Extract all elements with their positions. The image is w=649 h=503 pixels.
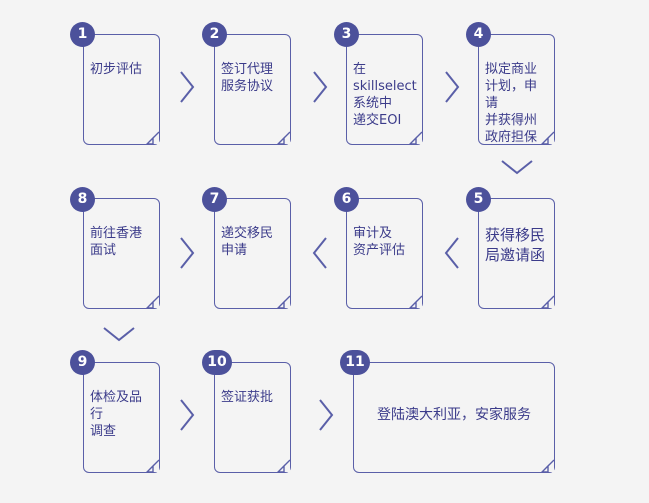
step-card-6: 审计及 资产评估 [346, 198, 423, 309]
chevron-right-icon [180, 71, 195, 103]
page-fold-icon [276, 131, 291, 145]
step-card-3: 在skillselect 系统中 递交EOI [346, 34, 423, 145]
chevron-right-icon [313, 71, 328, 103]
page-fold-icon [408, 131, 423, 145]
step-number-badge: 9 [70, 350, 95, 375]
step-label: 签订代理 服务协议 [221, 62, 274, 94]
step-card-4: 拟定商业 计划，申请 并获得州 政府担保 [478, 34, 555, 145]
step-number-badge: 8 [70, 187, 95, 212]
step-number-badge: 11 [340, 350, 370, 375]
step-label: 递交移民 申请 [221, 226, 274, 258]
page-fold-icon [540, 295, 555, 309]
chevron-right-icon [180, 399, 195, 431]
page-fold-icon [408, 295, 423, 309]
step-label: 获得移民 局邀请函 [485, 226, 546, 264]
step-number-badge: 10 [202, 350, 232, 375]
step-number-badge: 4 [466, 22, 491, 47]
step-label: 拟定商业 计划，申请 并获得州 政府担保 [485, 62, 538, 145]
step-card-2: 签订代理 服务协议 [214, 34, 291, 145]
step-label: 审计及 资产评估 [353, 226, 406, 258]
step-label: 初步评估 [90, 62, 143, 77]
step-card-8: 前往香港 面试 [83, 198, 160, 309]
step-number-badge: 1 [70, 22, 95, 47]
page-fold-icon [145, 459, 160, 473]
chevron-right-icon [445, 71, 460, 103]
step-label: 前往香港 面试 [90, 226, 143, 258]
chevron-right-icon [180, 237, 195, 269]
chevron-left-icon [312, 237, 327, 269]
chevron-down-icon [103, 327, 135, 342]
step-card-10: 签证获批 [214, 362, 291, 473]
step-number-badge: 3 [334, 22, 359, 47]
step-card-11: 登陆澳大利亚，安家服务 [353, 362, 555, 473]
step-card-1: 初步评估 [83, 34, 160, 145]
page-fold-icon [276, 295, 291, 309]
step-label: 在skillselect 系统中 递交EOI [353, 62, 417, 128]
chevron-down-icon [501, 160, 533, 175]
step-number-badge: 7 [202, 187, 227, 212]
step-number-badge: 2 [202, 22, 227, 47]
step-number-badge: 5 [466, 187, 491, 212]
step-number-badge: 6 [334, 187, 359, 212]
step-card-7: 递交移民 申请 [214, 198, 291, 309]
page-fold-icon [540, 459, 555, 473]
step-label: 登陆澳大利亚，安家服务 [377, 407, 531, 423]
page-fold-icon [145, 131, 160, 145]
step-label: 签证获批 [221, 390, 274, 405]
chevron-right-icon [319, 399, 334, 431]
page-fold-icon [540, 131, 555, 145]
page-fold-icon [145, 295, 160, 309]
chevron-left-icon [444, 237, 459, 269]
step-label: 体检及品行 调查 [90, 390, 143, 439]
page-fold-icon [276, 459, 291, 473]
step-card-5: 获得移民 局邀请函 [478, 198, 555, 309]
step-card-9: 体检及品行 调查 [83, 362, 160, 473]
